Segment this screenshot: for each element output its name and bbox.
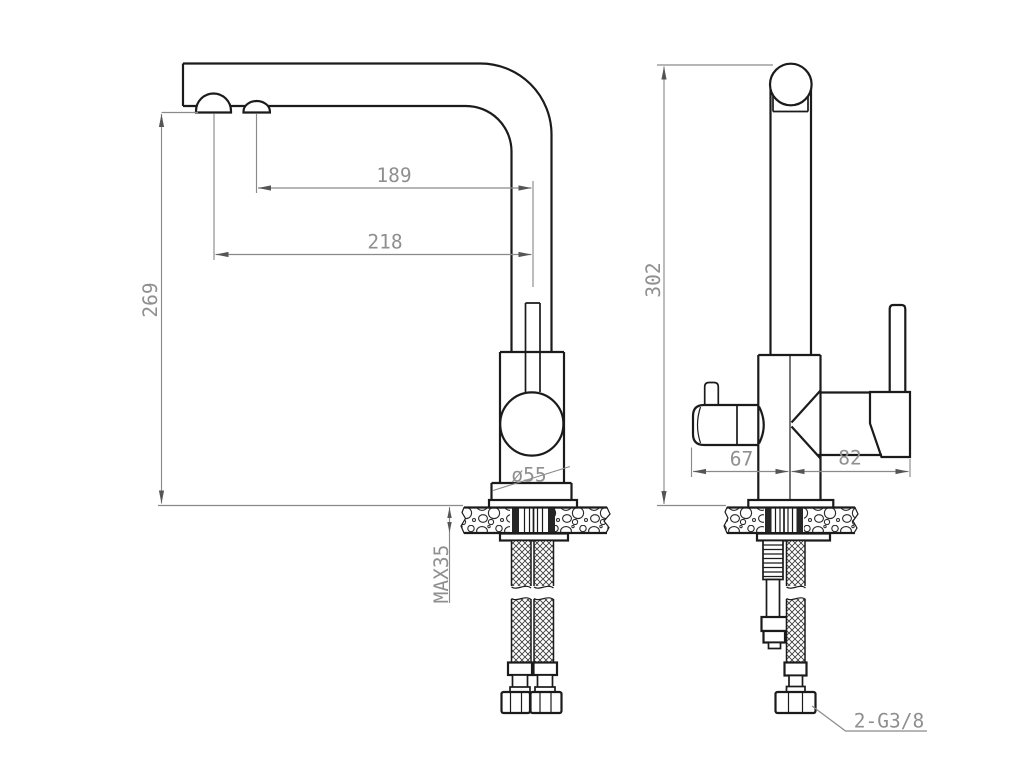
supply-hose-right bbox=[774, 539, 817, 715]
right-view-front-elevation bbox=[691, 62, 912, 715]
dim-269-label: 269 bbox=[139, 282, 162, 317]
dimension-base-diameter: ø55 bbox=[492, 464, 571, 492]
dim-67-label: 67 bbox=[730, 448, 753, 471]
base-plate-right bbox=[747, 498, 835, 509]
mounting-washer bbox=[498, 532, 570, 542]
dimension-max35: MAX35 bbox=[430, 507, 453, 603]
base-flange bbox=[490, 481, 573, 500]
dim-82-label: 82 bbox=[838, 447, 861, 470]
dim-218-label: 218 bbox=[367, 231, 402, 254]
mounting-washer-right bbox=[755, 532, 832, 542]
dimensions: 269 189 218 ø55 MAX35 302 bbox=[139, 64, 927, 733]
dimension-82: 82 bbox=[791, 447, 911, 477]
supply-hoses bbox=[500, 539, 563, 715]
base-plate bbox=[487, 498, 579, 509]
cartridge-rod bbox=[524, 302, 541, 392]
dim-302-label: 302 bbox=[642, 262, 665, 297]
thread-callout: 2-G3/8 bbox=[811, 705, 927, 733]
dimension-67: 67 bbox=[690, 447, 789, 477]
threaded-shank bbox=[512, 508, 555, 533]
shank-clearance bbox=[510, 508, 555, 532]
lever-handle bbox=[790, 303, 912, 460]
spout-outline bbox=[181, 62, 553, 352]
dim-dia55-label: ø55 bbox=[511, 464, 546, 487]
filter-knob bbox=[691, 381, 765, 447]
dimension-269: 269 bbox=[139, 111, 463, 507]
dimension-218: 218 bbox=[213, 114, 532, 260]
thread-callout-label: 2-G3/8 bbox=[854, 710, 924, 733]
dim-max35-label: MAX35 bbox=[430, 545, 453, 604]
threaded-shank-right bbox=[765, 508, 803, 533]
spout-end-circle bbox=[768, 62, 813, 107]
dimension-302: 302 bbox=[642, 64, 773, 507]
hose-end-fittings bbox=[500, 661, 563, 715]
ball-joint-circle bbox=[499, 391, 565, 457]
dimension-189: 189 bbox=[255, 114, 534, 287]
riser-column bbox=[769, 89, 813, 355]
dim-189-label: 189 bbox=[376, 164, 411, 187]
aerator-small bbox=[242, 99, 271, 114]
spout-collar bbox=[772, 96, 809, 113]
mounting-stud bbox=[760, 539, 789, 650]
hose-break-symbol-right bbox=[785, 585, 806, 601]
hose-end-fitting-right bbox=[774, 661, 817, 715]
hose-break-symbol bbox=[510, 585, 555, 601]
left-view-side-elevation bbox=[181, 62, 611, 715]
aerator-large bbox=[194, 92, 233, 114]
